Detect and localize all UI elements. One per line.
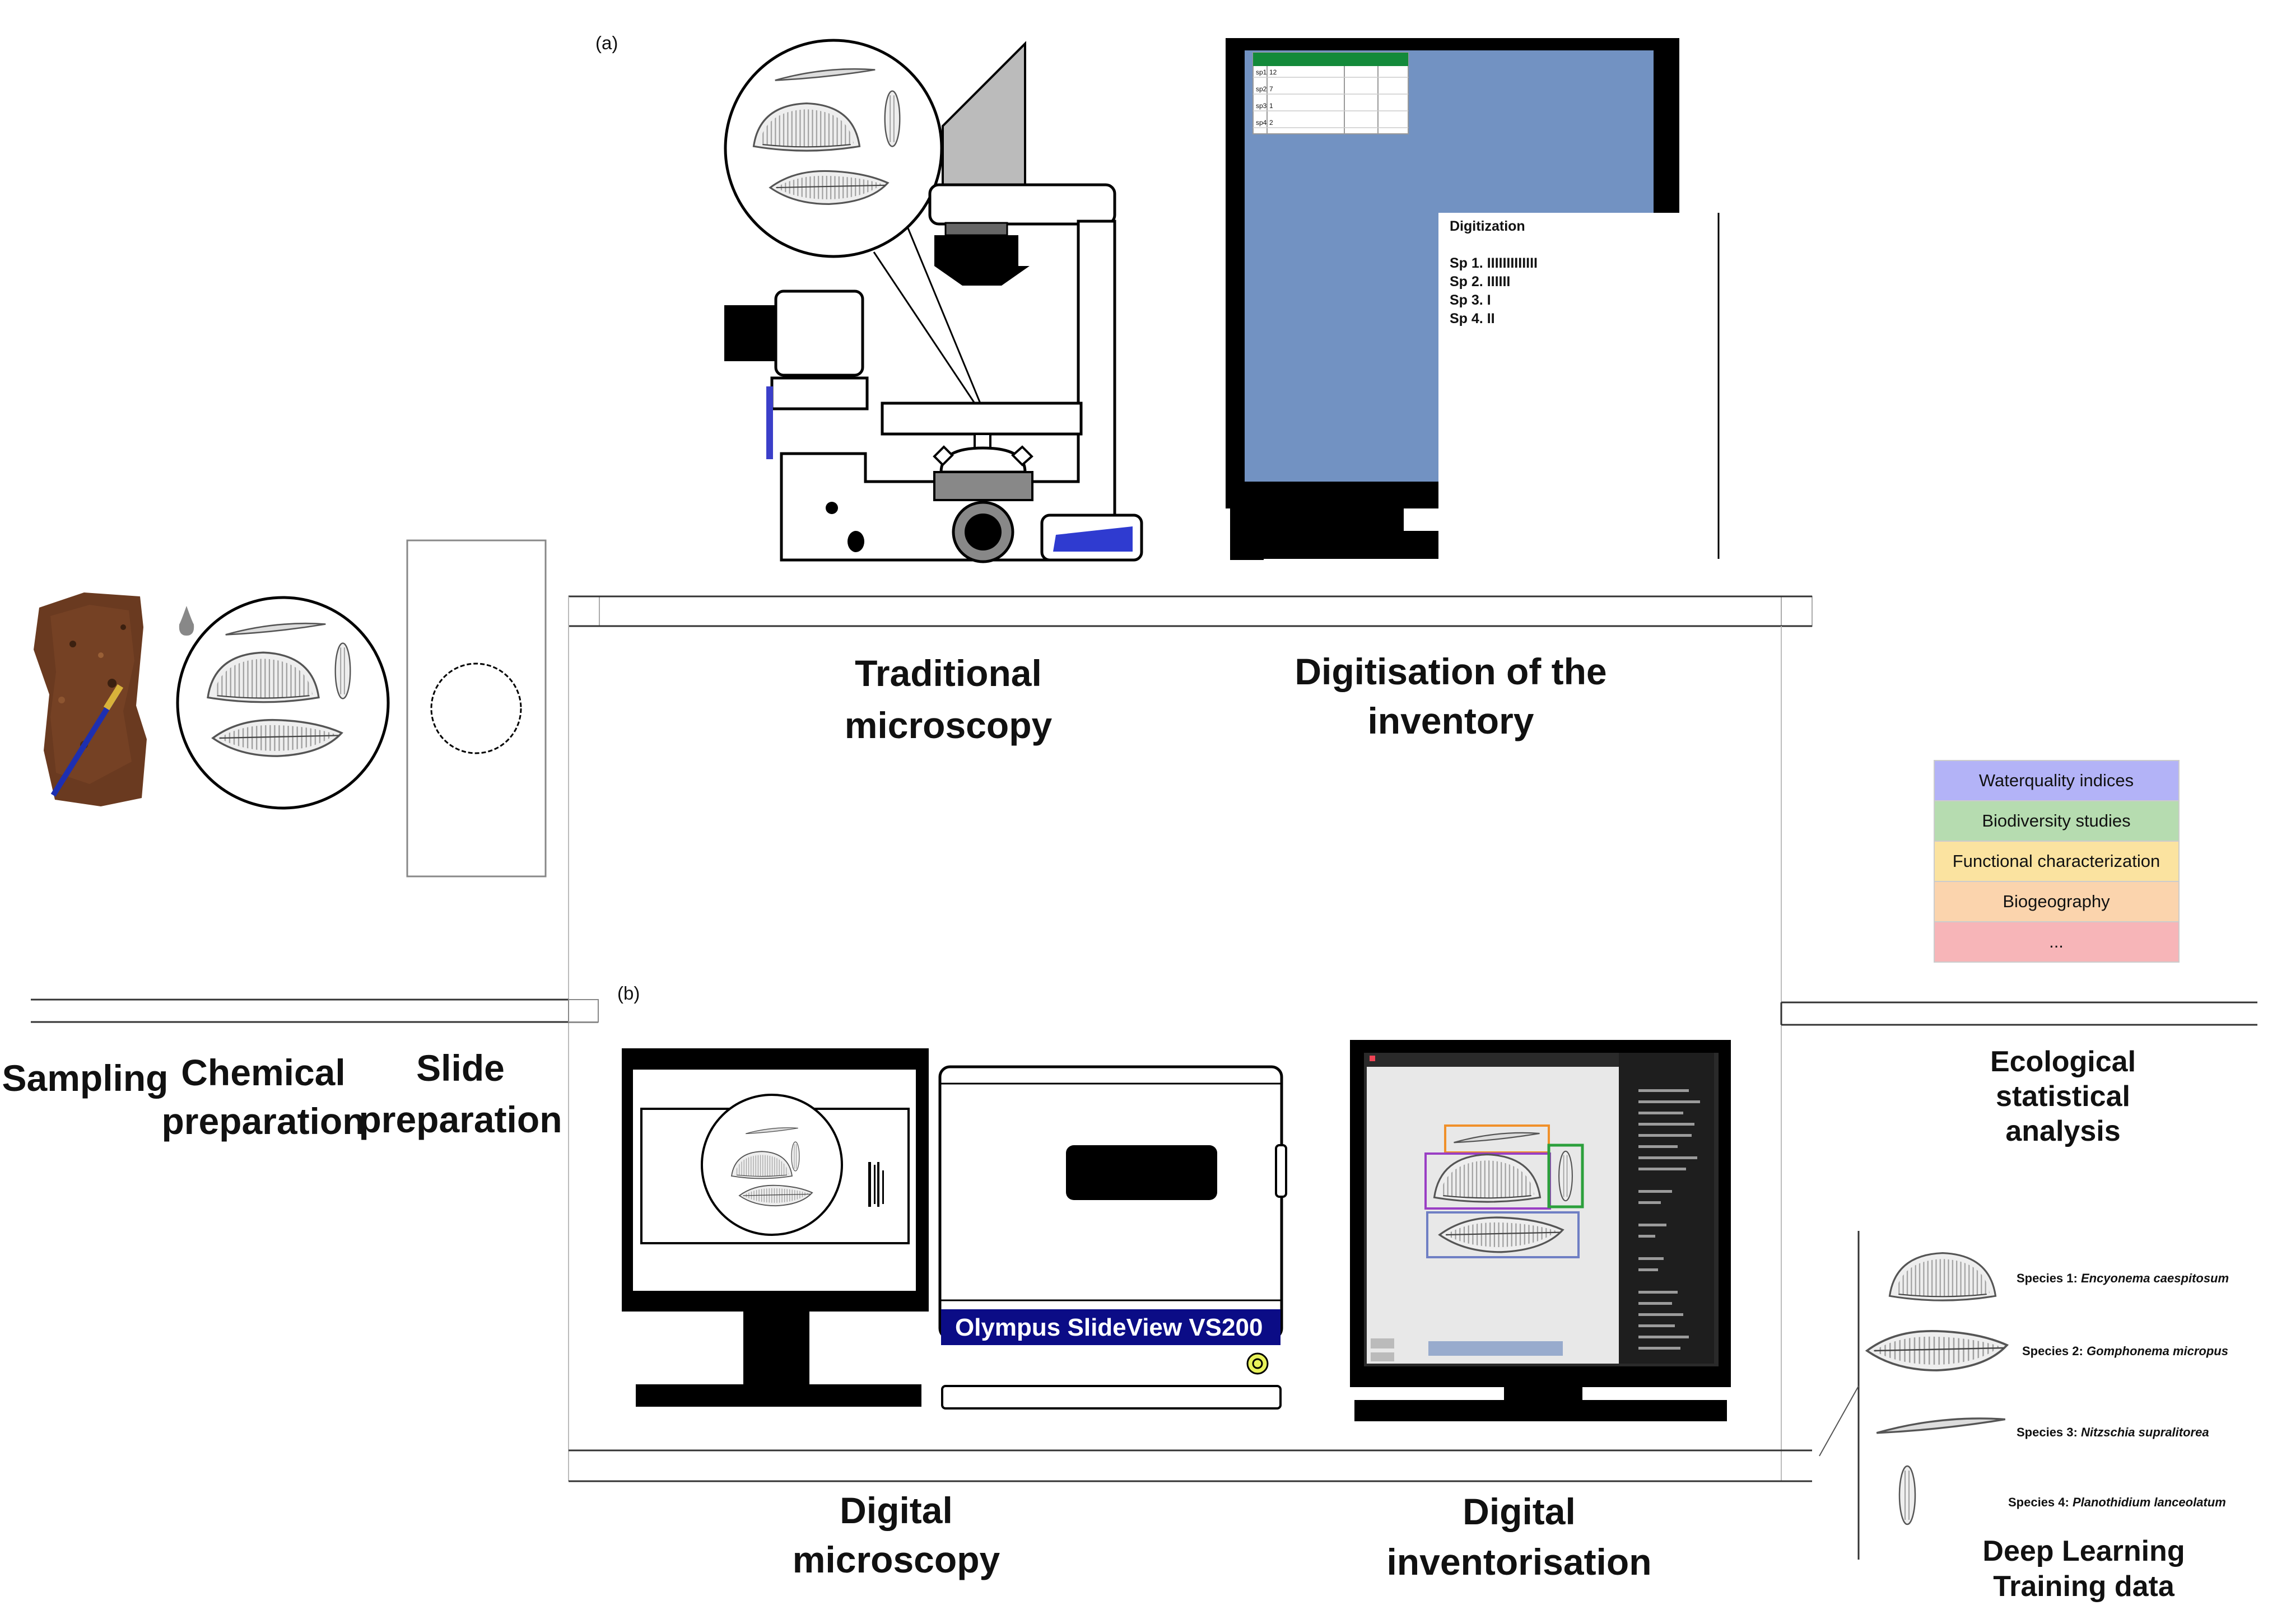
sheet-row-label: sp1 [1256, 68, 1267, 76]
label-digital-inventorisation-2: inventorisation [1386, 1541, 1651, 1583]
analysis-label: ... [2049, 932, 2064, 951]
sheet-row-label: sp3 [1256, 102, 1267, 110]
label-slide-1: Slide [416, 1047, 505, 1089]
inventorisation-monitor-icon [1350, 1040, 1731, 1421]
analysis-label: Functional characterization [1953, 851, 2160, 871]
step-divider-lines [31, 998, 2257, 1482]
panel-a-label: (a) [595, 32, 618, 53]
digitization-row: Sp 4. II [1450, 311, 1495, 326]
label-traditional-1: Traditional [855, 652, 1042, 694]
sheet-row-value: 12 [1269, 68, 1277, 76]
digitization-card [1438, 213, 1719, 559]
digital-microscopy-monitor-icon [622, 1048, 929, 1407]
label-slide-2: preparation [358, 1099, 562, 1140]
stone-sample-icon [34, 592, 147, 806]
analysis-label: Waterquality indices [1979, 771, 2134, 790]
microscope-slide-icon [406, 539, 547, 878]
analysis-box [1934, 841, 2180, 882]
label-ecological-2: statistical [1996, 1080, 2130, 1113]
digitization-row: Sp 2. IIIIII [1450, 274, 1510, 290]
sheet-row-value: 7 [1269, 85, 1273, 93]
label-digital-inventorisation-1: Digital [1463, 1491, 1576, 1532]
scanner-label-band [941, 1309, 1280, 1345]
analysis-box [1934, 800, 2180, 842]
slide-barcode-icon [868, 1162, 884, 1207]
panel-b-label: (b) [617, 983, 640, 1004]
digitization-row: Sp 1. IIIIIIIIIIIII [1450, 255, 1538, 271]
label-deep-learning-2: Training data [1993, 1570, 2175, 1603]
label-digital-microscopy-2: microscopy [793, 1539, 1000, 1580]
label-chemical-2: preparation [161, 1100, 365, 1142]
microscope-icon [724, 39, 1143, 563]
species-label: Species 1: Encyonema caespitosum [2017, 1271, 2229, 1285]
analysis-label: Biogeography [2003, 892, 2110, 911]
analysis-box [1934, 881, 2180, 922]
sheet-row-label: sp4 [1256, 119, 1267, 127]
sheet-row-label: sp2 [1256, 85, 1267, 93]
digitization-title: Digitization [1450, 218, 1525, 234]
species-label: Species 4: Planothidium lanceolatum [2008, 1495, 2226, 1509]
label-ecological-1: Ecological [1990, 1046, 2136, 1078]
species-label: Species 2: Gomphonema micropus [2022, 1344, 2228, 1358]
scanner-label: Olympus SlideView VS200 [955, 1314, 1263, 1341]
digitization-row: Sp 3. I [1450, 292, 1491, 308]
panel-a-frame [568, 595, 1813, 1481]
slide-scanner-icon: Olympus SlideView VS200 [938, 1065, 1287, 1410]
sheet-row-value: 2 [1269, 119, 1273, 127]
droplet-icon [179, 606, 194, 636]
power-button-icon [1246, 1352, 1269, 1375]
step-labels: Sampling Chemical preparation Slide prep… [2, 651, 2185, 1603]
label-digitisation-2: inventory [1367, 700, 1534, 741]
analysis-label: Biodiversity studies [1982, 811, 2130, 830]
label-ecological-3: analysis [2005, 1115, 2120, 1147]
label-digitisation-1: Digitisation of the [1295, 651, 1607, 692]
analysis-box [1934, 921, 2180, 963]
analysis-box [1934, 760, 2180, 801]
chemical-preparation-circle [176, 596, 390, 810]
label-deep-learning-1: Deep Learning [1982, 1535, 2185, 1567]
label-chemical-1: Chemical [181, 1052, 345, 1093]
sheet-row-value: 1 [1269, 102, 1273, 110]
label-sampling: Sampling [2, 1057, 168, 1099]
label-traditional-2: microscopy [845, 704, 1053, 746]
label-digital-microscopy-1: Digital [840, 1490, 953, 1531]
species-label: Species 3: Nitzschia supralitorea [2017, 1425, 2209, 1439]
training-data-panel: Species 1: Encyonema caespitosumSpecies … [1819, 1231, 2229, 1560]
